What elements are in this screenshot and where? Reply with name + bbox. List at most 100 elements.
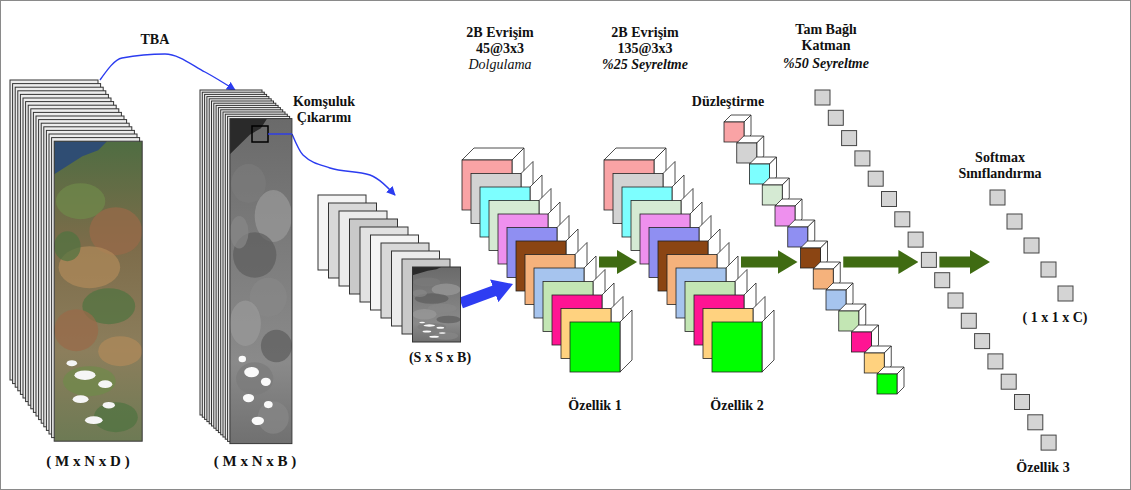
cloud: [252, 417, 264, 425]
dimension-label: ( 1 x 1 x C): [1023, 310, 1088, 326]
neuron-cell: [868, 171, 883, 186]
image-ground: [54, 141, 142, 441]
layer-figure: [318, 195, 461, 342]
neuron-cell: [1001, 374, 1016, 389]
terrain-patch: [63, 366, 116, 396]
layer-node: Komşuluk Çıkarımı(S x S x B): [318, 195, 461, 342]
neuron-cell: [1058, 286, 1073, 301]
cloud: [239, 356, 246, 363]
cloud: [98, 380, 112, 388]
terrain-patch: [54, 231, 80, 261]
slice-side: [762, 310, 774, 372]
block-arrow: [741, 257, 780, 268]
neuron-cell: [1028, 415, 1043, 430]
cloud: [261, 378, 271, 386]
neuron-cell: [842, 131, 857, 146]
cloud: [419, 322, 425, 324]
edge-label: TBA: [138, 32, 171, 48]
flow-arrow: [292, 134, 395, 195]
neuron-cell: [1041, 435, 1056, 450]
neuron-cell: [1024, 238, 1039, 253]
neuron-cell: [1015, 395, 1030, 410]
satellite-image: [230, 119, 292, 444]
cloud: [74, 370, 95, 380]
neuron-cell: [855, 151, 870, 166]
feature-slice: [570, 310, 632, 372]
layer-heading: Düzleştirme: [692, 94, 764, 110]
layer-node: Softmax Sınıflandırma( 1 x 1 x C): [990, 190, 1073, 301]
neuron-cell: [1007, 214, 1022, 229]
layer-node: 2B Evrişim 135@3x3%25 SeyreltmeÖzellik 2: [604, 148, 774, 372]
layer-heading: Softmax Sınıflandırma: [950, 150, 1050, 182]
cloud: [429, 336, 439, 338]
slice-side: [620, 310, 632, 372]
sea-area: [230, 119, 267, 155]
flow-arrow: [100, 54, 235, 90]
neuron-cell: [921, 252, 936, 267]
layer-heading: 2B Evrişim 135@3x3: [599, 25, 691, 57]
feature-label: Özellik 3: [1016, 460, 1069, 476]
terrain-patch: [417, 323, 446, 331]
neuron-cell: [935, 273, 950, 288]
terrain-patch: [413, 290, 427, 298]
patch-window: [252, 126, 268, 142]
sea-area: [413, 267, 442, 275]
layer-heading: 2B Evrişim 45@3x3: [454, 25, 546, 57]
cloud: [264, 401, 273, 408]
neuron-cell: [988, 354, 1003, 369]
terrain-patch: [236, 362, 273, 395]
dimension-label: ( M x N x B ): [214, 452, 297, 470]
neuron-cell: [975, 334, 990, 349]
block-arrow: [939, 257, 972, 268]
block-arrow: [461, 290, 496, 303]
cloud: [73, 395, 89, 403]
terrain-patch: [434, 332, 458, 340]
neuron-cell: [990, 190, 1005, 205]
layer-node: Düzleştirme: [724, 115, 904, 394]
terrain-patch: [54, 309, 98, 351]
layer-figure: [990, 190, 1073, 301]
layer-figure: [815, 90, 1057, 451]
cloud: [439, 332, 446, 334]
terrain-patch: [258, 401, 289, 434]
terrain-patch: [230, 301, 261, 347]
terrain-patch: [261, 330, 292, 363]
feature-label: Özellik 1: [568, 398, 621, 414]
cloud: [244, 367, 259, 377]
layer-heading: Tam Bağlı Katman: [786, 22, 866, 54]
leader-line: [268, 133, 292, 134]
layer-figure: [604, 148, 774, 372]
image-ground: [230, 119, 292, 444]
cloud: [67, 360, 78, 366]
layer-figure: [10, 80, 143, 442]
satellite-image: [54, 141, 142, 441]
terrain-patch: [94, 402, 138, 432]
neuron-cell: [908, 232, 923, 247]
slice-face: [712, 322, 762, 372]
image-outline: [54, 141, 142, 441]
dimension-label: (S x S x B): [409, 350, 471, 366]
dimension-label: ( M x N x D ): [46, 452, 129, 470]
neuron-cell: [961, 313, 976, 328]
terrain-patch: [230, 216, 249, 249]
terrain-patch: [413, 309, 437, 320]
layer-node: ( M x N x B ): [200, 90, 292, 444]
terrain-patch: [98, 336, 142, 366]
image-outline: [413, 267, 461, 342]
block-arrow: [599, 257, 619, 268]
layer-figure: [200, 90, 292, 444]
cloud: [424, 324, 436, 326]
neuron-cell: [1041, 262, 1056, 277]
step-heading: Komşuluk Çıkarımı: [288, 94, 360, 126]
neuron-cell: [815, 90, 830, 105]
cloud: [423, 331, 432, 333]
terrain-patch: [437, 316, 461, 324]
slice-side: [897, 367, 904, 394]
layer-node: Tam Bağlı Katman%50 SeyreltmeÖzellik 3: [815, 90, 1057, 451]
layer-note: Dolgulama: [469, 57, 532, 73]
image-ground: [413, 267, 461, 342]
cloud: [437, 327, 445, 329]
slice-face: [570, 322, 620, 372]
cloud: [85, 416, 103, 424]
